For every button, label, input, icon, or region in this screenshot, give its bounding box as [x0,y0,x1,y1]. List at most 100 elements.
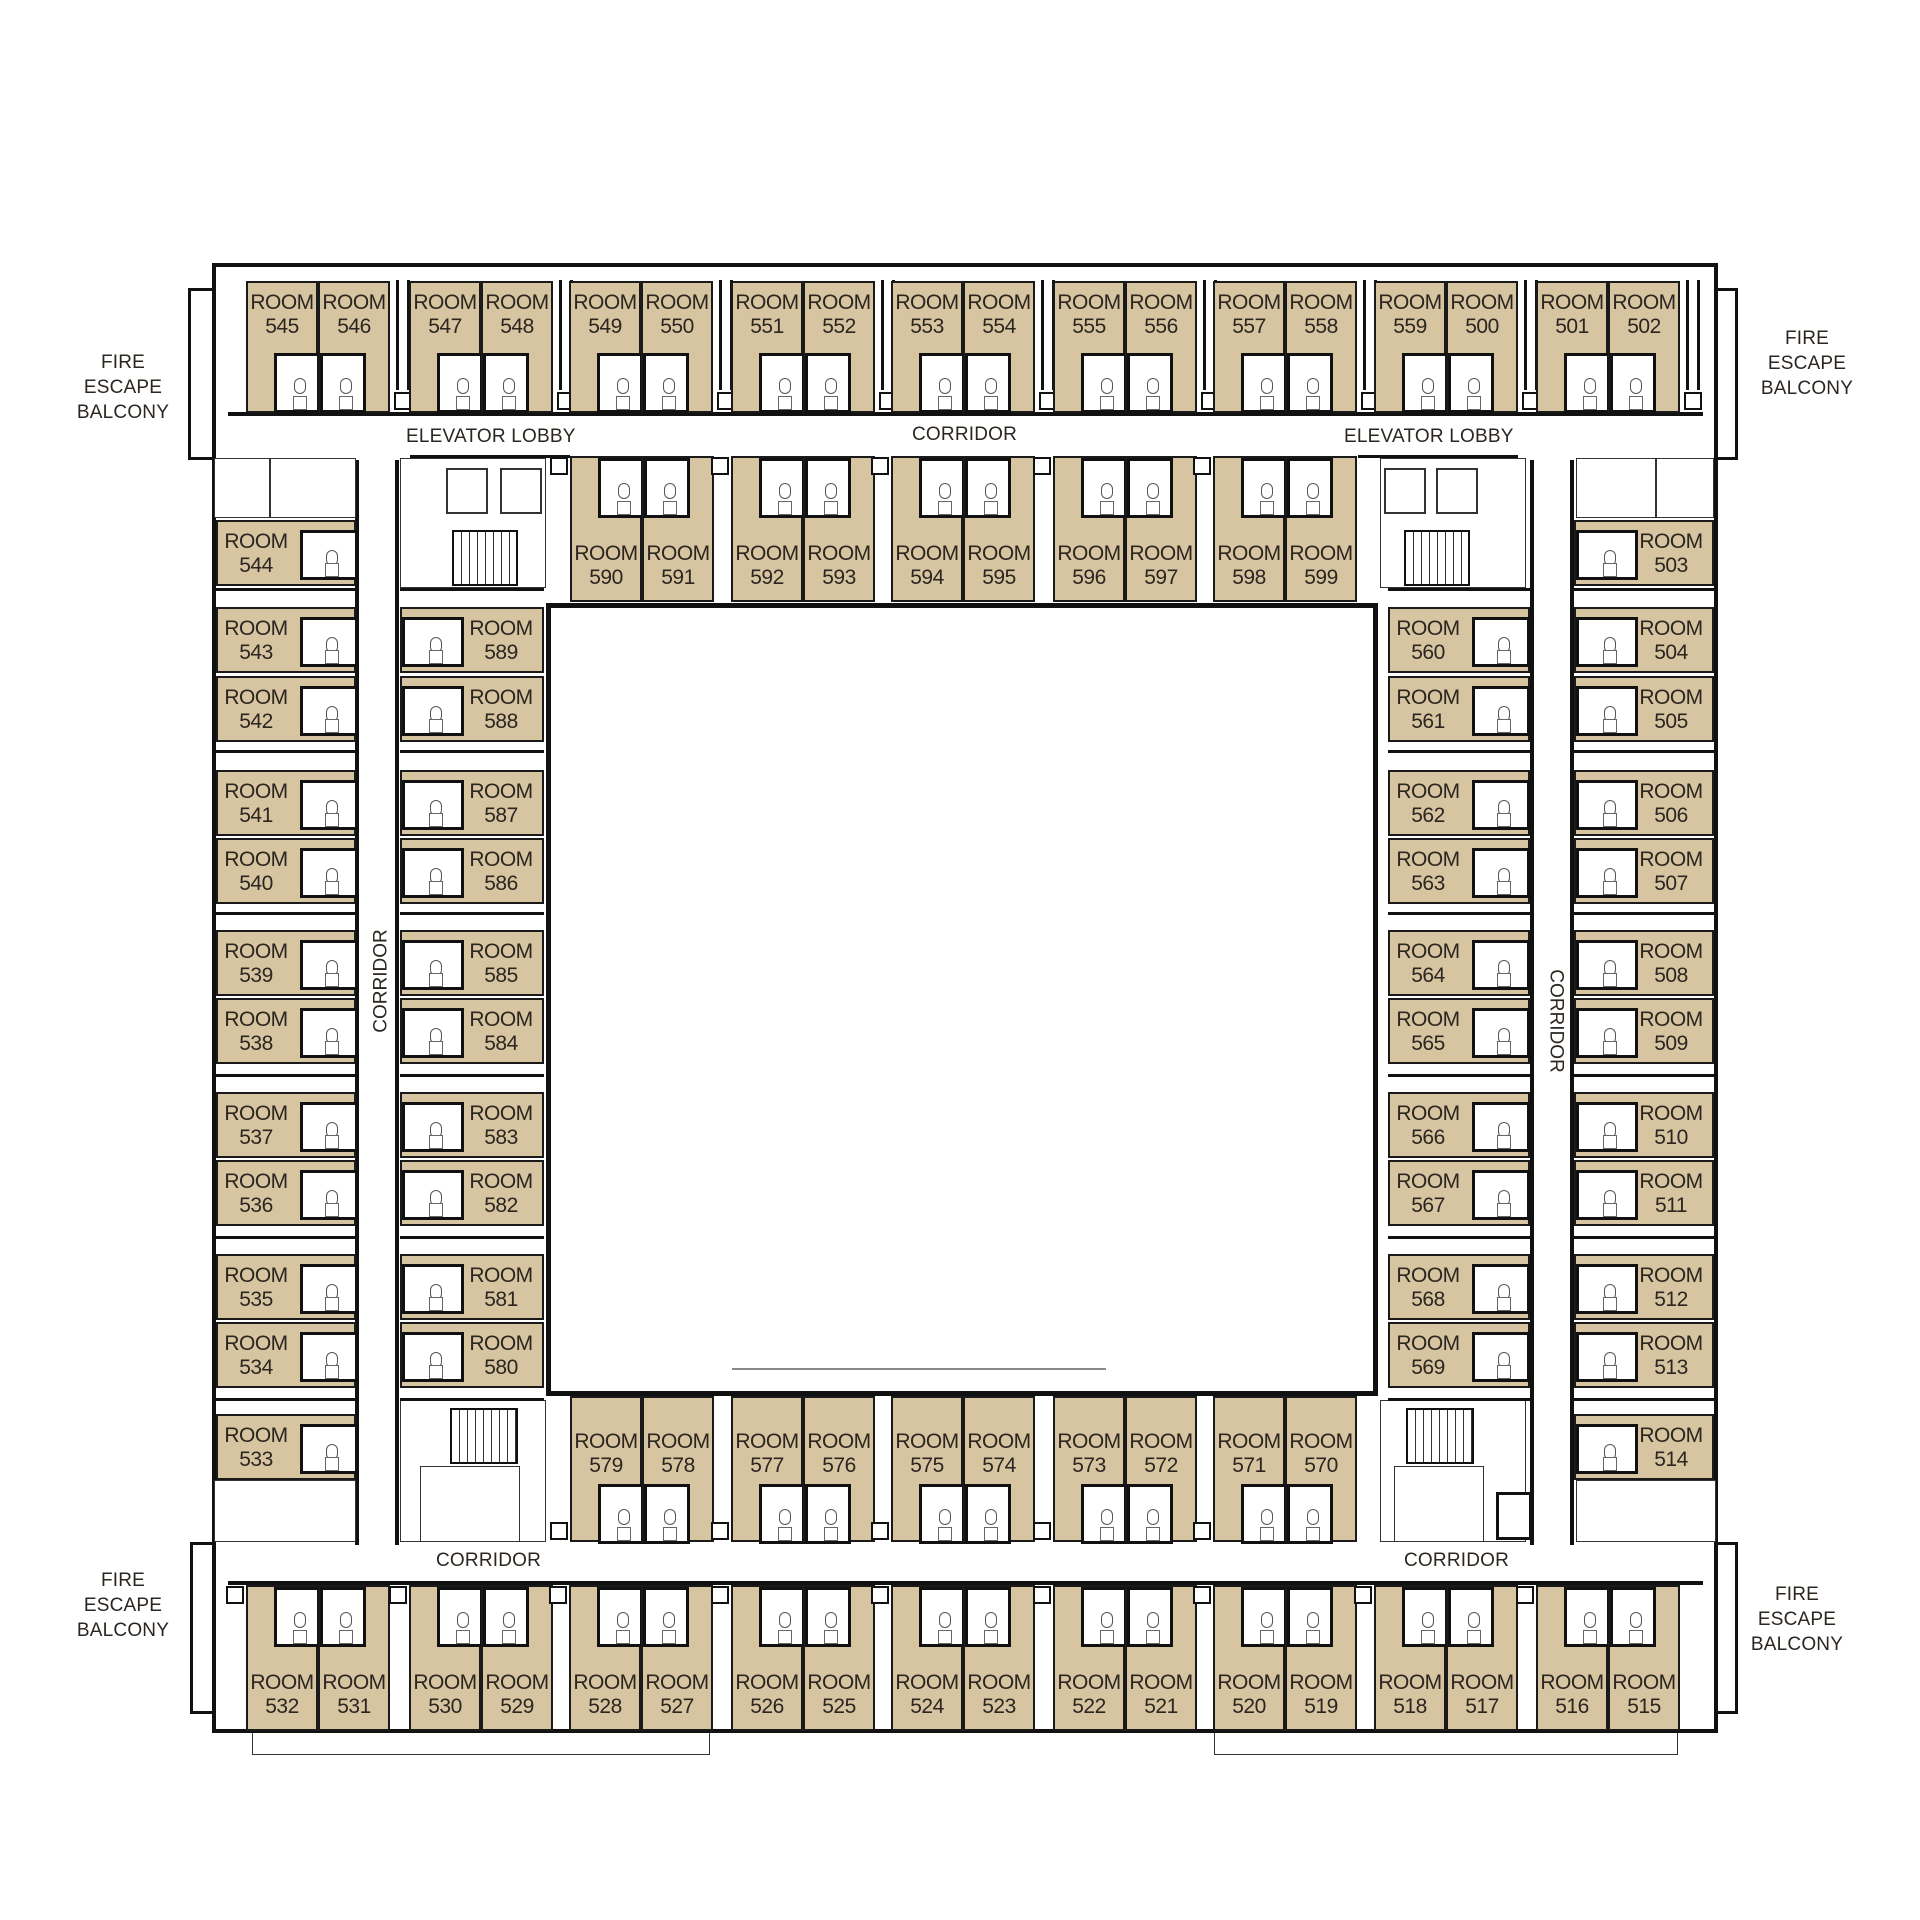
room-558[interactable]: ROOM558 [1285,281,1357,413]
room-500[interactable]: ROOM500 [1446,281,1518,413]
room-551[interactable]: ROOM551 [731,281,805,413]
room-516[interactable]: ROOM516 [1536,1585,1610,1731]
room-531[interactable]: ROOM531 [318,1585,390,1731]
room-589[interactable]: ROOM589 [400,607,544,673]
room-557[interactable]: ROOM557 [1213,281,1287,413]
room-541[interactable]: ROOM541 [216,770,358,836]
room-574[interactable]: ROOM574 [963,1396,1035,1544]
room-599[interactable]: ROOM599 [1285,456,1357,602]
room-546[interactable]: ROOM546 [318,281,390,413]
room-591[interactable]: ROOM591 [642,456,714,602]
room-537[interactable]: ROOM537 [216,1092,358,1158]
room-542[interactable]: ROOM542 [216,676,358,742]
room-524[interactable]: ROOM524 [891,1585,965,1731]
room-538[interactable]: ROOM538 [216,998,358,1064]
room-507[interactable]: ROOM507 [1574,838,1714,904]
room-571[interactable]: ROOM571 [1213,1396,1287,1544]
room-577[interactable]: ROOM577 [731,1396,805,1544]
room-588[interactable]: ROOM588 [400,676,544,742]
room-583[interactable]: ROOM583 [400,1092,544,1158]
room-592[interactable]: ROOM592 [731,456,805,602]
room-586[interactable]: ROOM586 [400,838,544,904]
room-565[interactable]: ROOM565 [1388,998,1530,1064]
room-517[interactable]: ROOM517 [1446,1585,1518,1731]
room-593[interactable]: ROOM593 [803,456,875,602]
room-579[interactable]: ROOM579 [570,1396,644,1544]
room-526[interactable]: ROOM526 [731,1585,805,1731]
room-598[interactable]: ROOM598 [1213,456,1287,602]
room-525[interactable]: ROOM525 [803,1585,875,1731]
room-519[interactable]: ROOM519 [1285,1585,1357,1731]
room-543[interactable]: ROOM543 [216,607,358,673]
room-529[interactable]: ROOM529 [481,1585,553,1731]
room-521[interactable]: ROOM521 [1125,1585,1197,1731]
room-549[interactable]: ROOM549 [569,281,643,413]
room-575[interactable]: ROOM575 [891,1396,965,1544]
room-553[interactable]: ROOM553 [891,281,965,413]
room-576[interactable]: ROOM576 [803,1396,875,1544]
room-544[interactable]: ROOM544 [216,520,358,586]
room-568[interactable]: ROOM568 [1388,1254,1530,1320]
room-506[interactable]: ROOM506 [1574,770,1714,836]
room-533[interactable]: ROOM533 [216,1414,358,1480]
room-587[interactable]: ROOM587 [400,770,544,836]
room-580[interactable]: ROOM580 [400,1322,544,1388]
room-564[interactable]: ROOM564 [1388,930,1530,996]
room-527[interactable]: ROOM527 [641,1585,713,1731]
room-548[interactable]: ROOM548 [481,281,553,413]
room-530[interactable]: ROOM530 [409,1585,483,1731]
room-513[interactable]: ROOM513 [1574,1322,1714,1388]
room-562[interactable]: ROOM562 [1388,770,1530,836]
room-597[interactable]: ROOM597 [1125,456,1197,602]
room-523[interactable]: ROOM523 [963,1585,1035,1731]
room-534[interactable]: ROOM534 [216,1322,358,1388]
room-503[interactable]: ROOM503 [1574,520,1714,586]
room-560[interactable]: ROOM560 [1388,607,1530,673]
room-563[interactable]: ROOM563 [1388,838,1530,904]
room-532[interactable]: ROOM532 [246,1585,320,1731]
room-539[interactable]: ROOM539 [216,930,358,996]
room-590[interactable]: ROOM590 [570,456,644,602]
room-584[interactable]: ROOM584 [400,998,544,1064]
room-540[interactable]: ROOM540 [216,838,358,904]
room-512[interactable]: ROOM512 [1574,1254,1714,1320]
room-505[interactable]: ROOM505 [1574,676,1714,742]
room-569[interactable]: ROOM569 [1388,1322,1530,1388]
room-573[interactable]: ROOM573 [1053,1396,1127,1544]
room-555[interactable]: ROOM555 [1053,281,1127,413]
room-570[interactable]: ROOM570 [1285,1396,1357,1544]
room-509[interactable]: ROOM509 [1574,998,1714,1064]
room-556[interactable]: ROOM556 [1125,281,1197,413]
room-511[interactable]: ROOM511 [1574,1160,1714,1226]
room-585[interactable]: ROOM585 [400,930,544,996]
room-547[interactable]: ROOM547 [409,281,483,413]
room-515[interactable]: ROOM515 [1608,1585,1680,1731]
room-578[interactable]: ROOM578 [642,1396,714,1544]
room-535[interactable]: ROOM535 [216,1254,358,1320]
room-501[interactable]: ROOM501 [1536,281,1610,413]
room-572[interactable]: ROOM572 [1125,1396,1197,1544]
room-552[interactable]: ROOM552 [803,281,875,413]
room-594[interactable]: ROOM594 [891,456,965,602]
room-554[interactable]: ROOM554 [963,281,1035,413]
room-522[interactable]: ROOM522 [1053,1585,1127,1731]
room-582[interactable]: ROOM582 [400,1160,544,1226]
room-581[interactable]: ROOM581 [400,1254,544,1320]
room-561[interactable]: ROOM561 [1388,676,1530,742]
room-545[interactable]: ROOM545 [246,281,320,413]
room-596[interactable]: ROOM596 [1053,456,1127,602]
room-520[interactable]: ROOM520 [1213,1585,1287,1731]
room-518[interactable]: ROOM518 [1374,1585,1448,1731]
room-536[interactable]: ROOM536 [216,1160,358,1226]
room-566[interactable]: ROOM566 [1388,1092,1530,1158]
room-528[interactable]: ROOM528 [569,1585,643,1731]
room-502[interactable]: ROOM502 [1608,281,1680,413]
room-567[interactable]: ROOM567 [1388,1160,1530,1226]
room-595[interactable]: ROOM595 [963,456,1035,602]
room-510[interactable]: ROOM510 [1574,1092,1714,1158]
room-508[interactable]: ROOM508 [1574,930,1714,996]
room-550[interactable]: ROOM550 [641,281,713,413]
room-504[interactable]: ROOM504 [1574,607,1714,673]
room-559[interactable]: ROOM559 [1374,281,1448,413]
room-514[interactable]: ROOM514 [1574,1414,1714,1480]
